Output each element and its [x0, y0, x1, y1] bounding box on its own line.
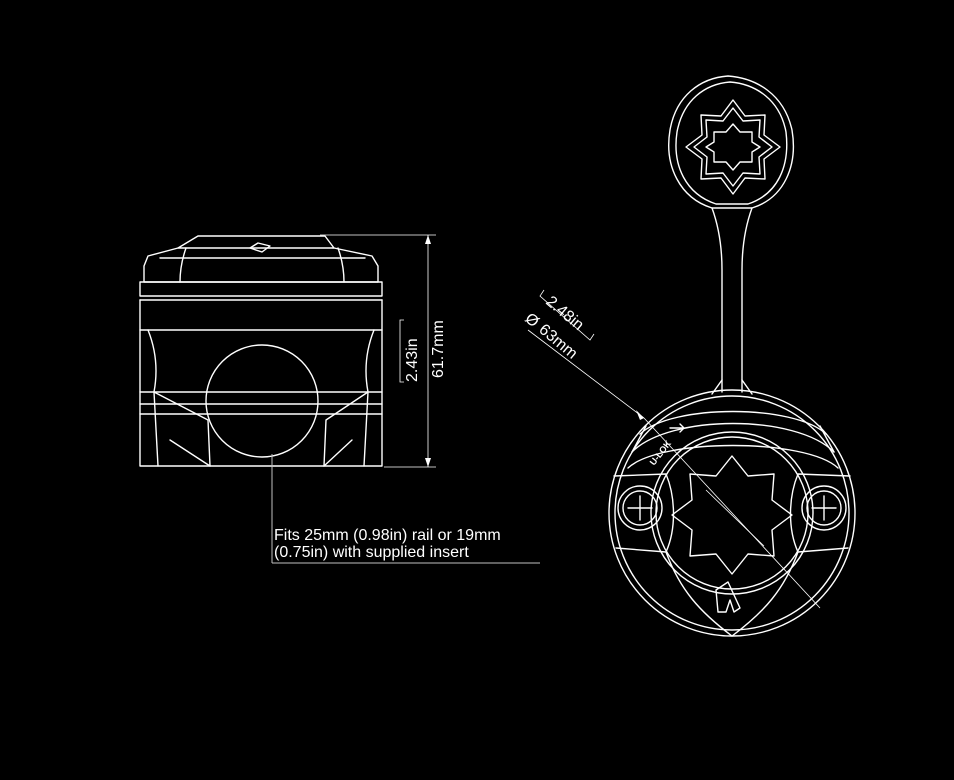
rail-bore [205, 344, 319, 458]
diameter-dimension: 2.48in Ø 63mm [521, 289, 821, 609]
diameter-symbol: Ø [521, 310, 541, 331]
height-mm-label: 61.7mm [430, 320, 447, 378]
lock-arrow-icon [669, 423, 685, 433]
rail-note-leader: Fits 25mm (0.98in) rail or 19mm (0.75in)… [271, 454, 540, 564]
left-screw-icon [617, 485, 663, 531]
star-socket [671, 455, 793, 575]
height-in-label: 2.43in [404, 338, 421, 382]
brand-logo-icon [715, 581, 741, 613]
height-dimension: 2.43in 61.7mm [320, 234, 447, 468]
rail-note-line1: Fits 25mm (0.98in) rail or 19mm [274, 527, 501, 544]
side-view-mount [139, 235, 383, 467]
rail-note-line2: (0.75in) with supplied insert [274, 544, 469, 561]
u-lok-label: U-LOK [648, 438, 674, 467]
right-screw-icon [801, 485, 847, 531]
top-view-mount: U-LOK [608, 75, 856, 637]
arrow-mark-icon [249, 242, 271, 253]
